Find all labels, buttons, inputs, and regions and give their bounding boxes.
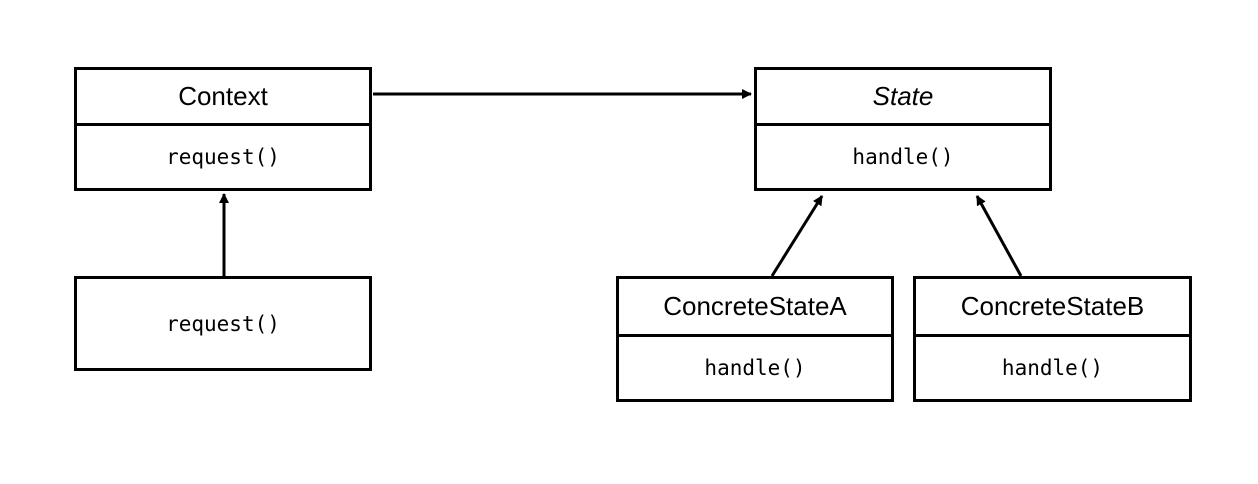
concrete-state-b-name: ConcreteStateB bbox=[916, 279, 1189, 337]
concrete-b-to-state-arrow bbox=[975, 195, 1023, 277]
concrete-state-a-box: ConcreteStateA handle() bbox=[616, 276, 894, 402]
context-method: request() bbox=[166, 145, 280, 169]
context-class-box: Context request() bbox=[74, 67, 372, 191]
concrete-state-a-method: handle() bbox=[704, 356, 806, 380]
concrete-state-b-method: handle() bbox=[1001, 356, 1104, 380]
client-method: request() bbox=[166, 311, 280, 336]
concrete-state-b-box: ConcreteStateB handle() bbox=[913, 276, 1192, 402]
state-class-box: State handle() bbox=[754, 67, 1052, 191]
concrete-state-a-name: ConcreteStateA bbox=[619, 279, 891, 337]
state-method: handle() bbox=[852, 145, 954, 169]
concrete-a-to-state-arrow bbox=[770, 195, 824, 277]
state-class-name: State bbox=[757, 70, 1049, 126]
context-class-name: Context bbox=[77, 70, 369, 126]
client-box: request() bbox=[74, 276, 372, 371]
